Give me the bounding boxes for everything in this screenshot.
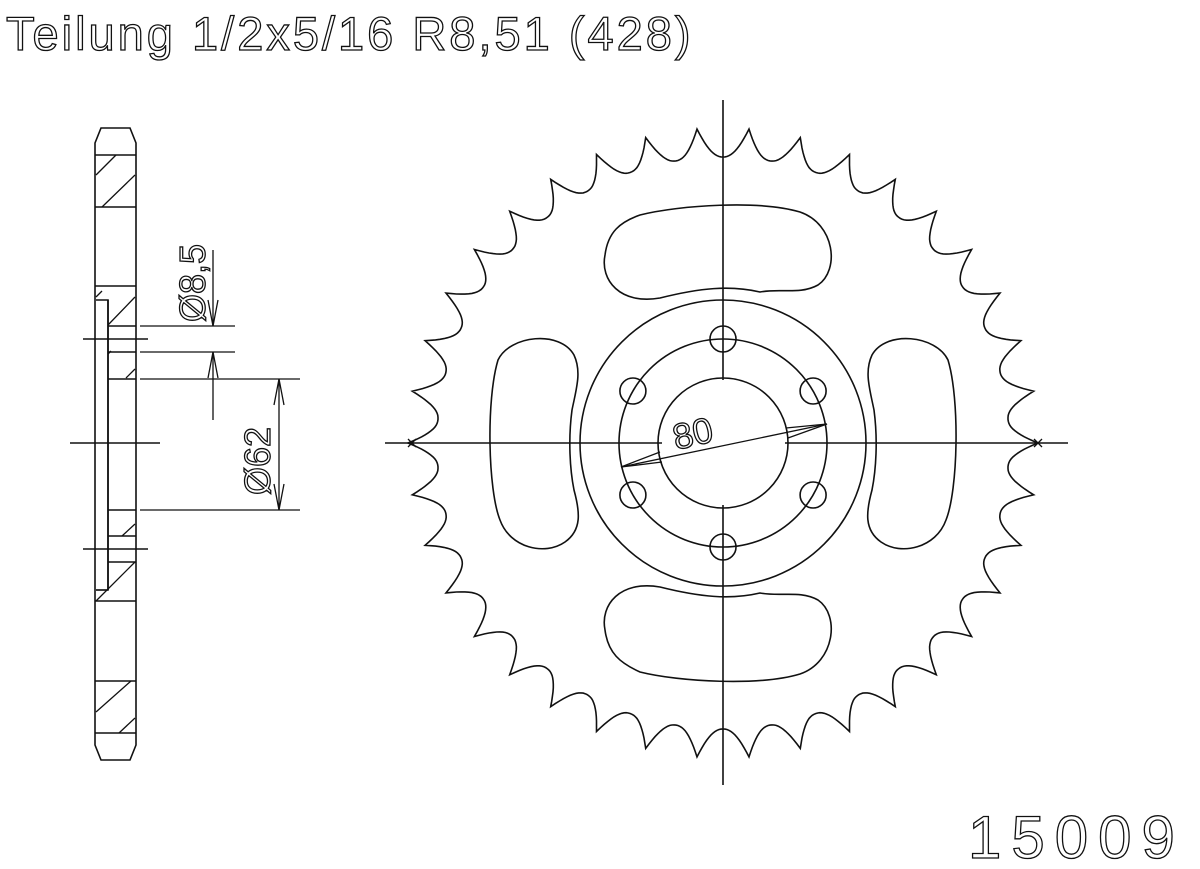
hatch-line xyxy=(107,296,136,326)
bolt-circle-dimension-line xyxy=(620,423,828,468)
hatch-line xyxy=(95,561,136,602)
cutout-right xyxy=(866,337,957,550)
hatch-line xyxy=(95,680,132,713)
arrow-down-icon xyxy=(207,299,219,327)
hatch-line xyxy=(118,717,136,734)
hatch-line xyxy=(121,523,136,537)
arrow-right-icon xyxy=(785,423,828,439)
side-view: Ø8,5 Ø62 xyxy=(70,127,300,761)
hatch-line xyxy=(95,154,117,176)
tooth-tip-marker-icon xyxy=(1033,438,1043,448)
cutout-left xyxy=(489,337,580,550)
cutout-top xyxy=(603,204,832,300)
side-profile-outline xyxy=(94,127,137,761)
arrow-up-icon xyxy=(273,378,285,406)
hatch-line xyxy=(125,368,136,379)
part-number: 15009 xyxy=(968,804,1185,869)
front-view: 80 xyxy=(385,100,1068,785)
hatch-line xyxy=(101,174,136,208)
bolt-hole xyxy=(619,481,647,509)
bolt-hole xyxy=(619,377,647,405)
arrow-left-icon xyxy=(620,451,663,468)
cutout-bottom xyxy=(603,585,832,683)
hole-diameter-label: Ø8,5 xyxy=(172,244,213,322)
bolt-hole xyxy=(799,481,827,509)
hub-step-outline xyxy=(96,299,109,591)
hatch-line xyxy=(107,350,112,355)
bolt-circle-label: 80 xyxy=(669,409,717,458)
hatch-line xyxy=(95,290,103,298)
bolt-hole xyxy=(799,377,827,405)
arrow-up-icon xyxy=(207,351,219,379)
arrow-down-icon xyxy=(273,483,285,511)
tooth-tip-marker-icon xyxy=(407,438,417,448)
drawing-title: Teilung 1/2x5/16 R8,51 (428) xyxy=(6,7,694,60)
center-bore-label: Ø62 xyxy=(237,427,278,495)
